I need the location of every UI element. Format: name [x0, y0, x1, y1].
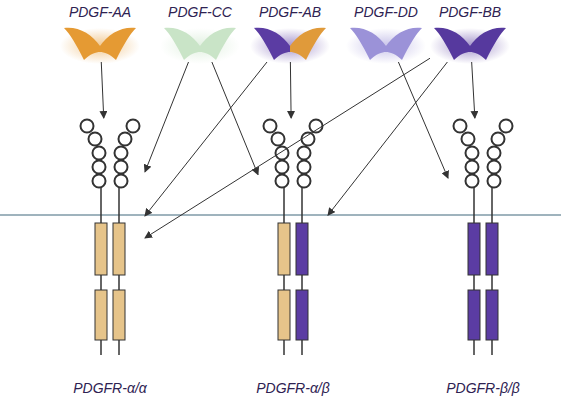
- binding-arrow: [145, 62, 267, 216]
- ligand-half: [64, 28, 100, 60]
- ig-domain: [93, 175, 106, 188]
- ig-domain: [272, 133, 285, 146]
- receptor-label: PDGFR-α/β: [238, 380, 348, 396]
- ligand-half: [386, 28, 422, 60]
- kinase-domain: [278, 223, 290, 275]
- ig-domain: [454, 120, 467, 133]
- binding-arrow: [398, 62, 448, 178]
- ig-domain: [115, 175, 128, 188]
- ig-domain: [466, 175, 479, 188]
- ligand-half: [164, 28, 200, 60]
- ligand-glow: [346, 28, 426, 64]
- ig-domain: [115, 147, 128, 160]
- ig-domain: [298, 175, 311, 188]
- ig-domain: [488, 175, 501, 188]
- ligand-glow: [60, 28, 140, 64]
- ligand-half: [100, 28, 136, 60]
- ligand-glow: [250, 28, 330, 64]
- kinase-domain: [486, 290, 498, 340]
- ig-domain: [127, 120, 140, 133]
- ig-domain: [466, 147, 479, 160]
- ig-domain: [466, 161, 479, 174]
- ig-domain: [488, 147, 501, 160]
- binding-arrow: [145, 58, 430, 238]
- ligand-glow: [430, 28, 510, 64]
- ligand-node: PDGF-AB: [250, 4, 330, 62]
- binding-arrow: [101, 62, 103, 118]
- ig-domain: [488, 161, 501, 174]
- kinase-domain: [95, 223, 107, 275]
- ligand-node: PDGF-AA: [60, 4, 140, 62]
- kinase-domain: [113, 290, 125, 340]
- ig-domain: [462, 133, 475, 146]
- ligand-label: PDGF-AB: [230, 4, 350, 20]
- receptor-label: PDGFR-α/α: [55, 380, 165, 396]
- ig-domain: [115, 161, 128, 174]
- kinase-domain: [278, 290, 290, 340]
- ig-domain: [93, 147, 106, 160]
- binding-arrow: [212, 62, 258, 175]
- ligand-label: PDGF-AA: [40, 4, 160, 20]
- receptor-node: PDGFR-β/β: [448, 118, 518, 402]
- ligand-label: PDGF-CC: [140, 4, 260, 20]
- kinase-domain: [296, 290, 308, 340]
- ligand-half: [200, 28, 236, 60]
- ig-domain: [81, 120, 94, 133]
- ig-domain: [492, 133, 505, 146]
- ligand-half: [254, 28, 290, 60]
- ligand-node: PDGF-CC: [160, 4, 240, 62]
- kinase-domain: [95, 290, 107, 340]
- receptor-node: PDGFR-α/α: [75, 118, 145, 402]
- binding-arrow: [328, 62, 447, 215]
- ligand-half: [350, 28, 386, 60]
- receptor-label: PDGFR-β/β: [428, 380, 538, 396]
- ig-domain: [93, 161, 106, 174]
- kinase-domain: [468, 223, 480, 275]
- ig-domain: [89, 133, 102, 146]
- binding-arrow: [472, 62, 475, 118]
- ig-domain: [302, 133, 315, 146]
- receptor-shape: [448, 118, 518, 402]
- ig-domain: [298, 147, 311, 160]
- ligand-half: [470, 28, 506, 60]
- kinase-domain: [296, 223, 308, 275]
- ligand-label: PDGF-DD: [326, 4, 446, 20]
- ig-domain: [500, 120, 513, 133]
- ligand-label: PDGF-BB: [410, 4, 530, 20]
- binding-arrow: [290, 62, 292, 118]
- receptor-shape: [75, 118, 145, 402]
- cell-membrane: [0, 214, 561, 216]
- ligand-glow: [160, 28, 240, 64]
- ligand-node: PDGF-BB: [430, 4, 510, 62]
- ig-domain: [276, 175, 289, 188]
- kinase-domain: [468, 290, 480, 340]
- kinase-domain: [486, 223, 498, 275]
- binding-arrow: [145, 62, 189, 172]
- ligand-node: PDGF-DD: [346, 4, 426, 62]
- ligand-half: [434, 28, 470, 60]
- ig-domain: [276, 161, 289, 174]
- ig-domain: [298, 161, 311, 174]
- ig-domain: [119, 133, 132, 146]
- ig-domain: [264, 120, 277, 133]
- ligand-half: [290, 28, 326, 60]
- kinase-domain: [113, 223, 125, 275]
